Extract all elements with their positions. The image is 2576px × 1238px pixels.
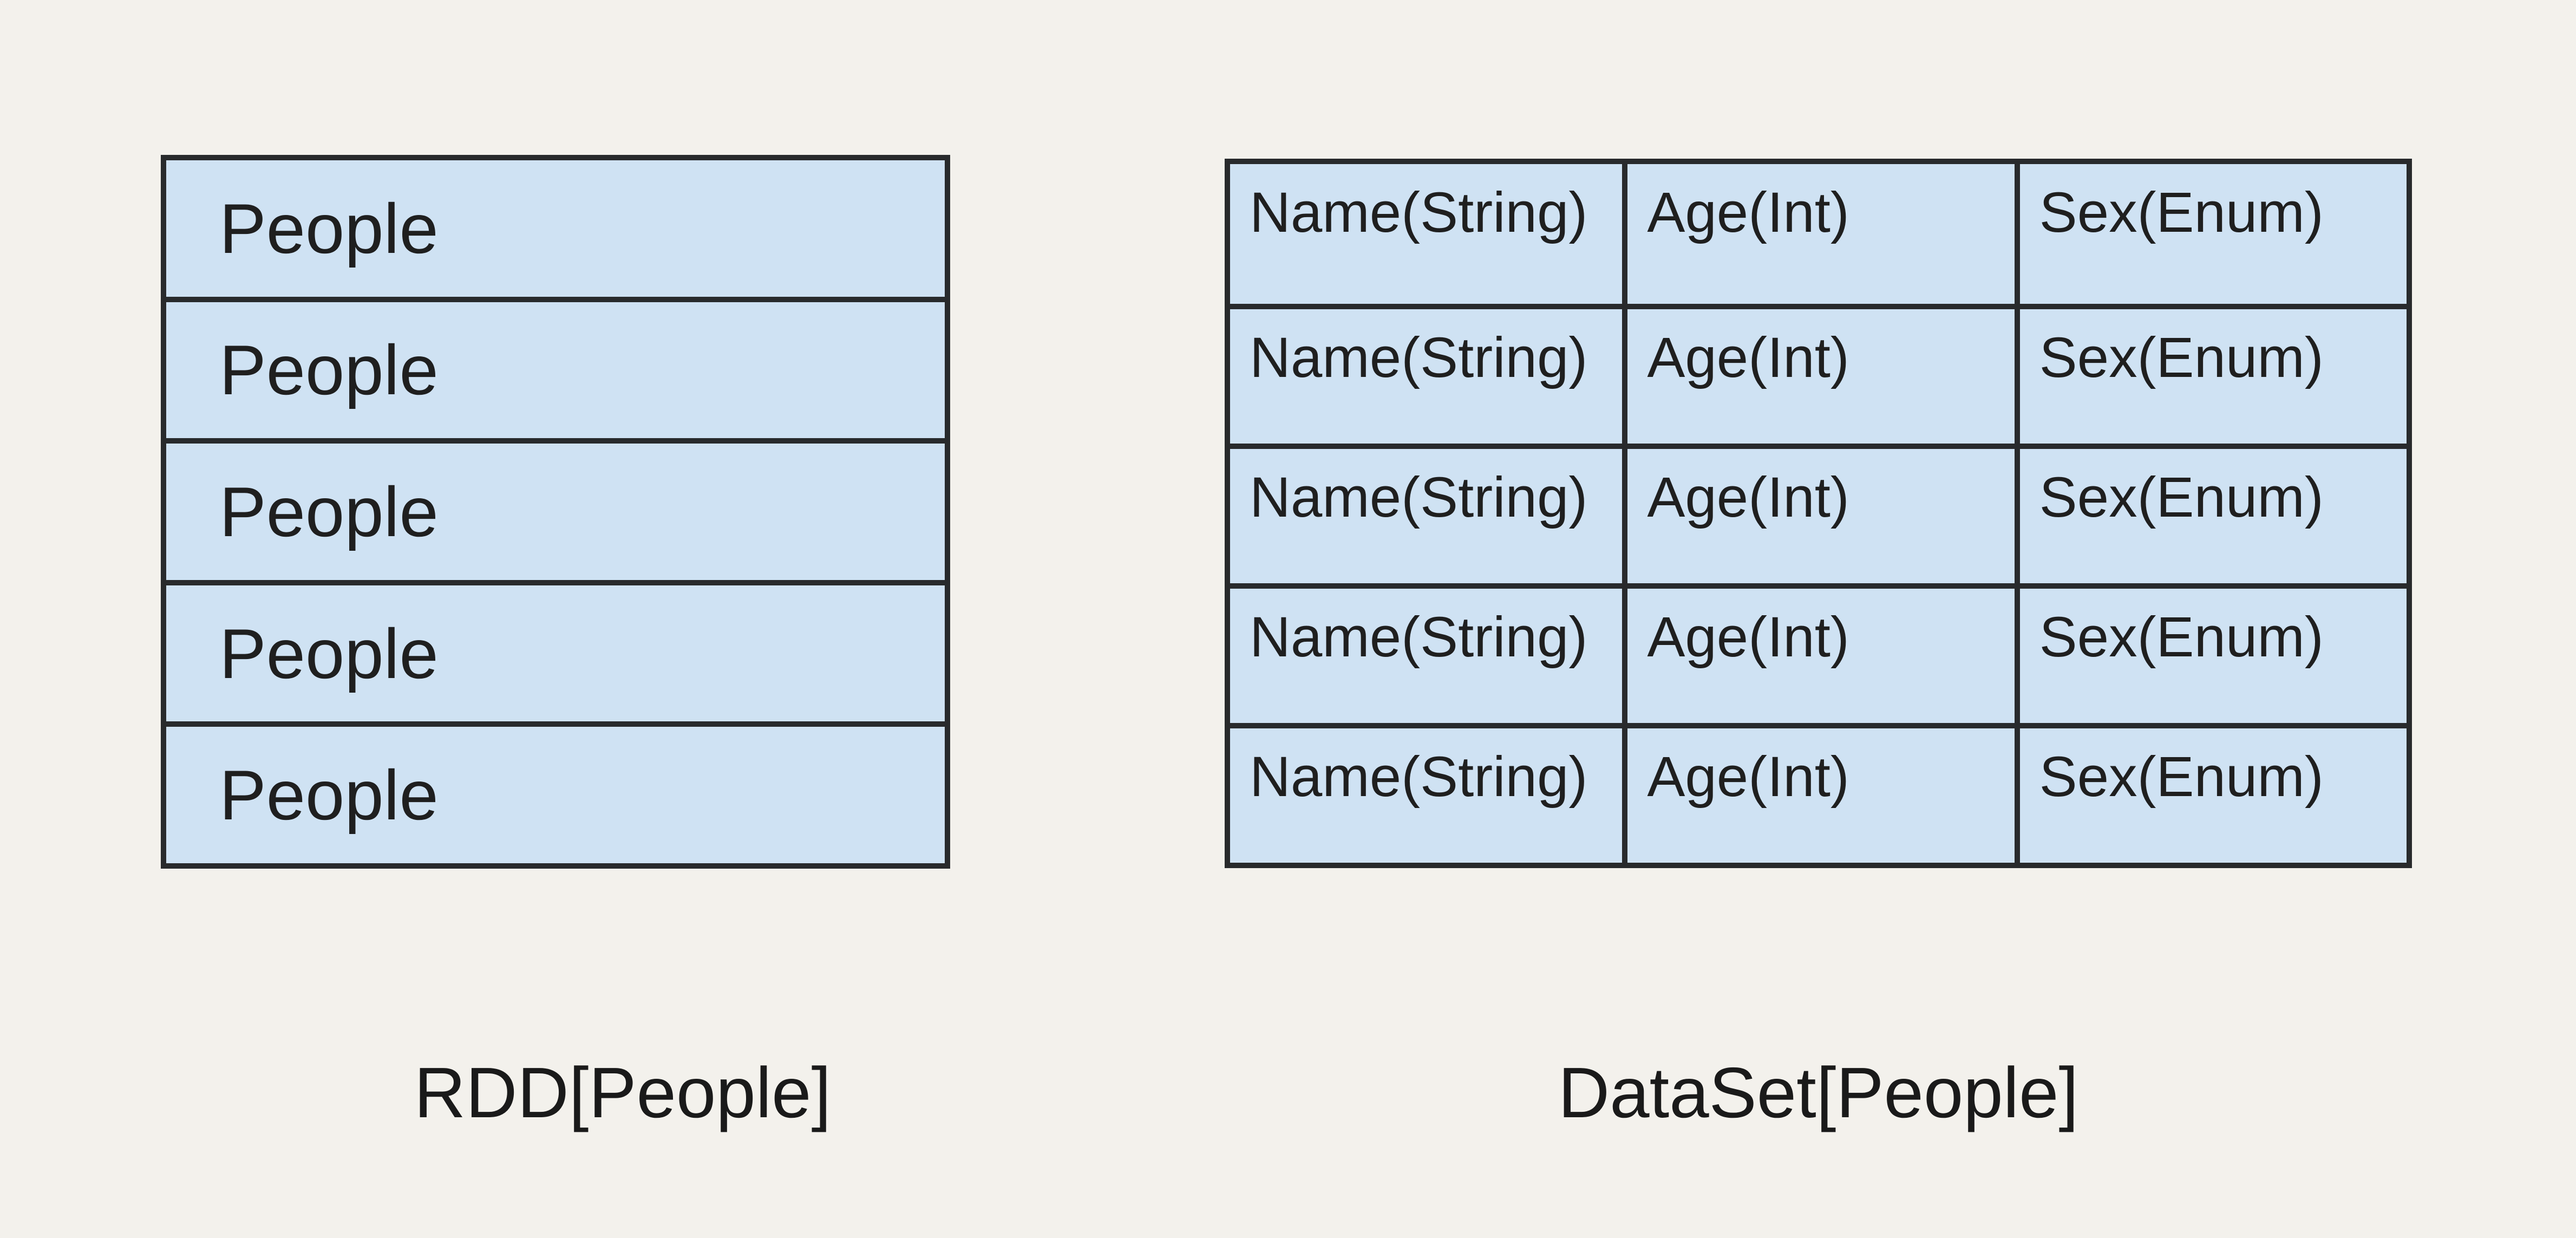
rdd-table: People People People People People [161,155,950,869]
dataset-cell: Sex(Enum) [2014,583,2407,723]
rdd-row: People [166,579,945,722]
dataset-cell: Age(Int) [1622,723,2015,863]
rdd-caption: RDD[People] [414,1053,832,1132]
dataset-cell: Age(Int) [1622,583,2015,723]
rdd-row: People [166,721,945,863]
dataset-cell: Age(Int) [1622,304,2015,444]
dataset-cell: Age(Int) [1622,444,2015,583]
dataset-cell: Sex(Enum) [2014,444,2407,583]
dataset-cell: Sex(Enum) [2014,723,2407,863]
dataset-cell: Sex(Enum) [2014,304,2407,444]
rdd-row-label: People [219,188,439,268]
rdd-row-label: People [219,755,439,835]
rdd-row-label: People [219,472,439,551]
rdd-row-label: People [219,330,439,410]
dataset-cell: Name(String) [1230,304,1623,444]
dataset-cell: Name(String) [1230,723,1623,863]
rdd-row: People [166,296,945,439]
rdd-row: People [166,438,945,580]
rdd-row-label: People [219,614,439,693]
dataset-table: Name(String) Age(Int) Sex(Enum) Name(Str… [1225,159,2412,868]
dataset-cell: Age(Int) [1622,164,2014,304]
dataset-cell: Name(String) [1250,181,1588,244]
dataset-cell: Name(String) [1230,444,1623,583]
dataset-cell: Sex(Enum) [2014,164,2407,304]
rdd-row: People [166,160,945,297]
dataset-caption: DataSet[People] [1558,1053,2079,1132]
dataset-cell: Name(String) [1230,583,1623,723]
